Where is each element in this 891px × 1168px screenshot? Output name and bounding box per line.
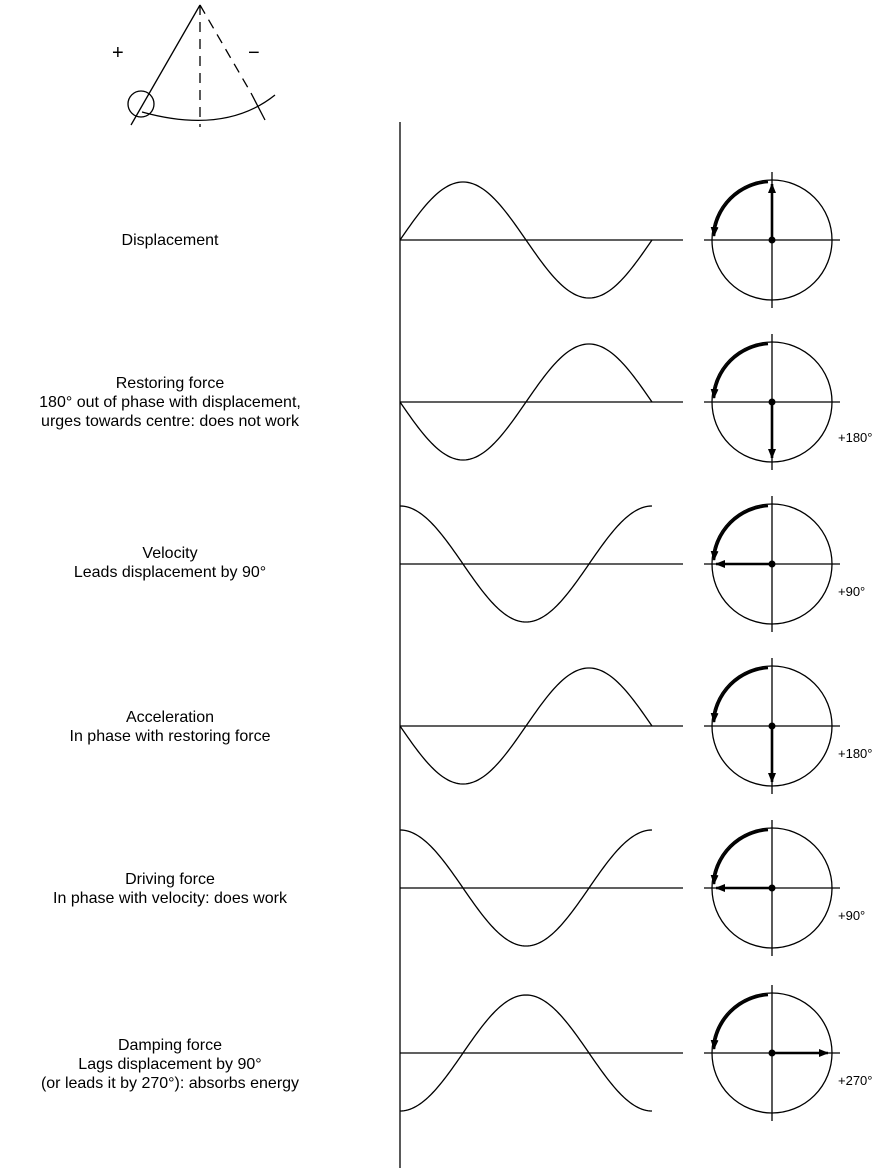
rotation-arrow	[710, 828, 769, 885]
phasor-center-dot	[768, 560, 776, 568]
row-subtitle-2: urges towards centre: does not work	[41, 413, 299, 430]
row-label-displacement: Displacement	[0, 231, 340, 250]
row-graphics-acceleration	[399, 658, 840, 794]
wave-curve-displacement	[399, 181, 653, 299]
rotation-arrow	[710, 180, 769, 237]
row-title: Restoring force	[115, 375, 225, 392]
row-label-driving-force: Driving force In phase with velocity: do…	[0, 870, 340, 908]
row-title: Acceleration	[125, 709, 215, 726]
row-label-damping-force: Damping force Lags displacement by 90° (…	[0, 1036, 340, 1093]
row-title: Driving force	[125, 871, 215, 888]
phasor-center-dot	[768, 722, 776, 730]
row-graphics-displacement	[399, 172, 840, 308]
row-graphics-restoring-force	[399, 334, 840, 470]
row-subtitle: 180° out of phase with displacement,	[39, 394, 301, 411]
pendulum-far-position	[199, 4, 252, 94]
wave-curve-acceleration	[399, 667, 653, 785]
phase-label-restoring-force: +180°	[838, 430, 873, 445]
pendulum-string	[130, 4, 201, 126]
row-title: Damping force	[117, 1037, 223, 1054]
row-title: Velocity	[142, 545, 198, 562]
rows-layer	[399, 172, 840, 1121]
rotation-arrow	[710, 342, 769, 399]
row-label-acceleration: Acceleration In phase with restoring for…	[0, 708, 340, 746]
phasor-center-dot	[768, 884, 776, 892]
pendulum-bob	[127, 90, 155, 118]
wave-curve-restoring-force	[399, 343, 653, 461]
phase-label-damping-force: +270°	[838, 1073, 873, 1088]
pendulum-sketch	[127, 4, 276, 127]
phasor-center-dot	[768, 398, 776, 406]
row-subtitle: Lags displacement by 90°	[78, 1056, 262, 1073]
wave-curve-damping-force	[399, 994, 653, 1112]
row-label-velocity: Velocity Leads displacement by 90°	[0, 544, 340, 582]
row-subtitle: In phase with restoring force	[69, 728, 271, 745]
positive-direction-sign: +	[112, 42, 124, 64]
row-label-restoring-force: Restoring force 180° out of phase with d…	[0, 374, 340, 431]
row-title: Displacement	[121, 232, 219, 249]
phase-label-driving-force: +90°	[838, 908, 866, 923]
wave-curve-driving-force	[399, 829, 653, 947]
row-graphics-velocity	[399, 496, 840, 632]
row-graphics-driving-force	[399, 820, 840, 956]
wave-curve-velocity	[399, 505, 653, 623]
phase-label-acceleration: +180°	[838, 746, 873, 761]
pendulum-arc	[141, 94, 276, 122]
row-subtitle: Leads displacement by 90°	[73, 564, 267, 581]
phasor-center-dot	[768, 236, 776, 244]
row-graphics-damping-force	[399, 985, 840, 1121]
negative-direction-sign: −	[248, 42, 260, 64]
rotation-arrow	[710, 504, 769, 561]
rotation-arrow	[710, 666, 769, 723]
phase-label-velocity: +90°	[838, 584, 866, 599]
row-subtitle-2: (or leads it by 270°): absorbs energy	[40, 1075, 300, 1092]
phasor-center-dot	[768, 1049, 776, 1057]
rotation-arrow	[710, 993, 769, 1050]
row-subtitle: In phase with velocity: does work	[53, 890, 287, 907]
